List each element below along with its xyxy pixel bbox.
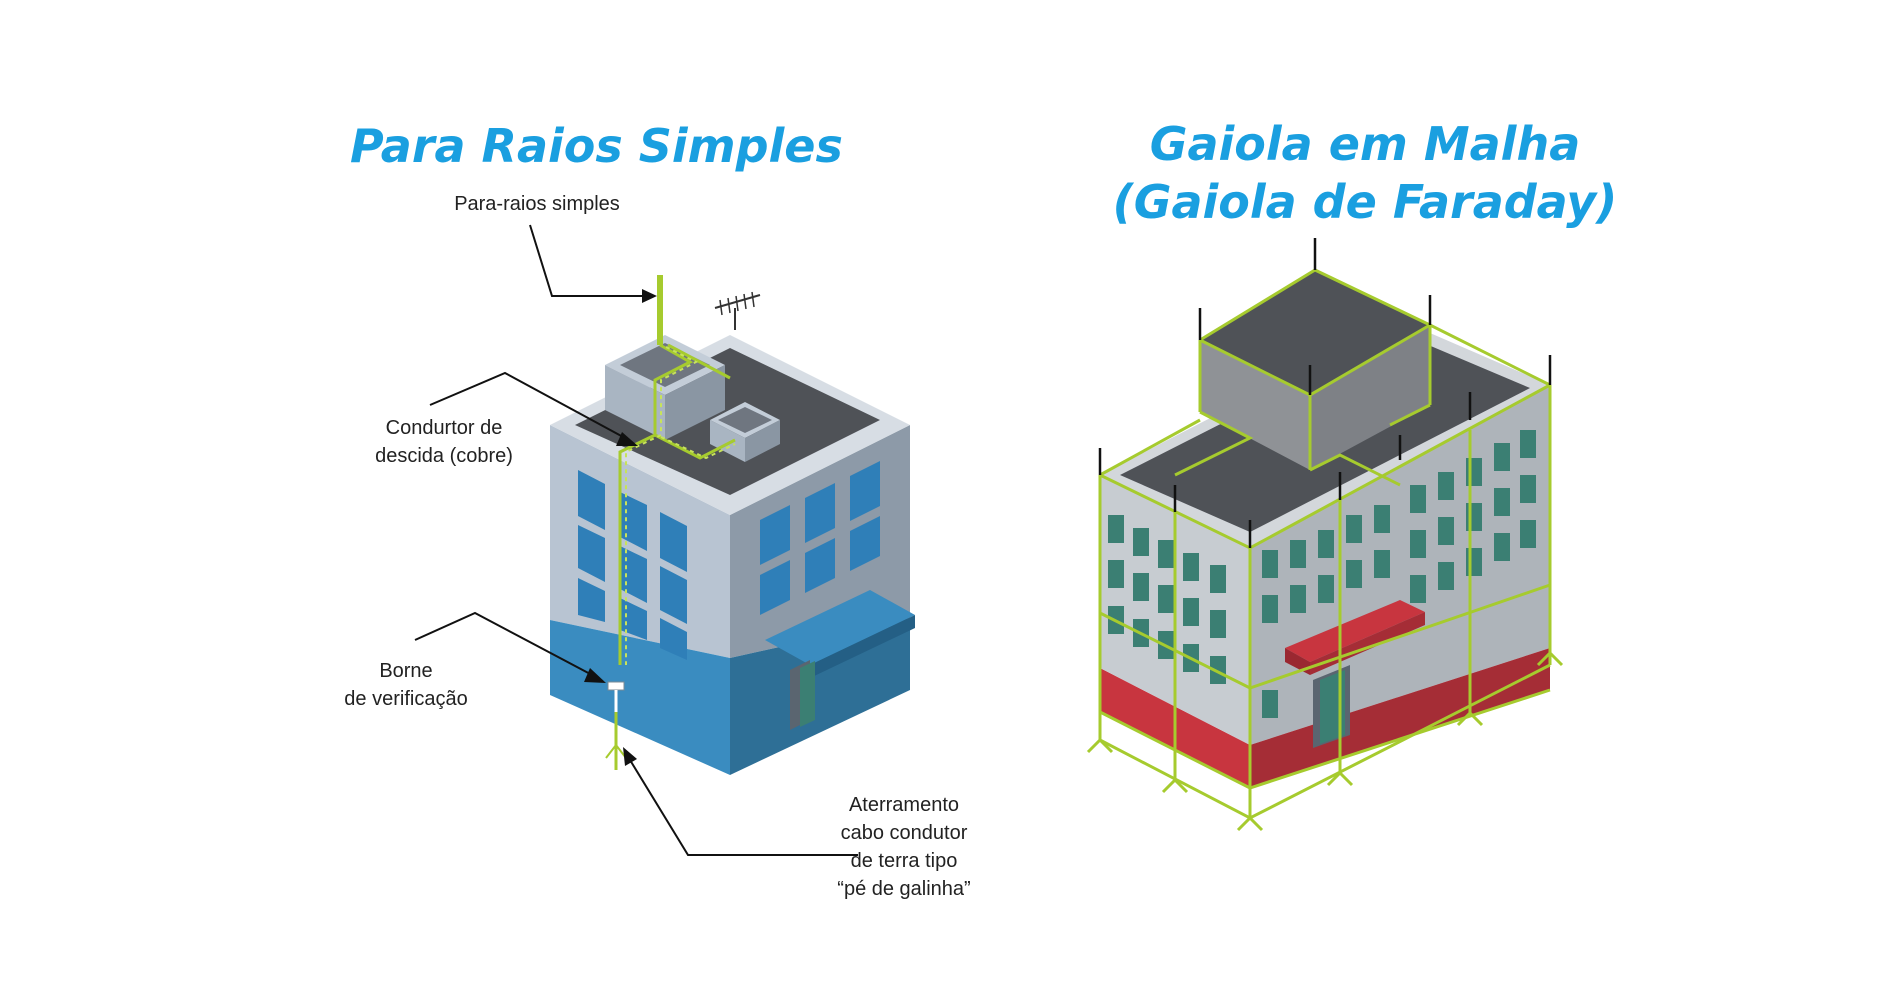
window: [1494, 488, 1510, 516]
leader-down-conductor: [429, 371, 626, 439]
window: [578, 525, 605, 582]
window: [660, 512, 687, 572]
label-test-terminal-line1: Borne: [379, 660, 432, 682]
window: [1262, 550, 1278, 578]
window: [1318, 575, 1334, 603]
right-wall-base: [730, 618, 910, 775]
arrowhead: [623, 747, 637, 766]
window: [1262, 595, 1278, 623]
penthouse-left: [1200, 340, 1310, 470]
window: [1290, 585, 1306, 613]
penthouse-right: [1310, 325, 1430, 470]
title-simple-rod: Para Raios Simples: [350, 119, 843, 173]
label-grounding-line2: cabo condutor: [841, 822, 968, 844]
entrance-canopy-edge: [810, 615, 915, 678]
ground-crowfoot-icon: [605, 712, 627, 770]
window: [1494, 443, 1510, 471]
window: [660, 618, 687, 660]
window: [660, 566, 687, 624]
window: [1183, 553, 1199, 581]
entrance-door: [800, 661, 815, 727]
label-down-conductor-line1: Condurtor de: [386, 417, 503, 439]
window: [1410, 575, 1426, 603]
entrance-canopy: [765, 590, 915, 665]
window: [1438, 562, 1454, 590]
rooftop-unit-right: [665, 365, 725, 440]
window: [1410, 485, 1426, 513]
label-grounding-line1: Aterramento: [849, 794, 959, 816]
window: [1108, 515, 1124, 543]
arrowhead: [616, 432, 638, 446]
window: [805, 538, 835, 593]
window: [1520, 430, 1536, 458]
window: [1438, 472, 1454, 500]
window: [1494, 533, 1510, 561]
penthouse-roof: [1200, 270, 1430, 395]
window: [578, 470, 605, 530]
simple-rod-building: [550, 275, 915, 775]
label-down-conductor-line2: descida (cobre): [375, 445, 513, 467]
window: [1374, 505, 1390, 533]
window: [1466, 503, 1482, 531]
window: [1520, 520, 1536, 548]
rooftop-small-unit-vent: [718, 407, 772, 433]
window: [1133, 528, 1149, 556]
right-wall-windows: [760, 461, 880, 615]
leader-test-terminal: [414, 611, 595, 677]
antenna-icon: [714, 291, 761, 330]
label-grounding-line4: “pé de galinha”: [837, 878, 970, 900]
arrowhead: [642, 289, 657, 303]
window: [1346, 515, 1362, 543]
left-wall-windows: [578, 470, 687, 660]
rooftop-unit-left: [605, 365, 665, 440]
window: [1374, 550, 1390, 578]
window: [1520, 475, 1536, 503]
window: [1290, 540, 1306, 568]
window: [1466, 548, 1482, 576]
ground-crowfoot-icons: [1086, 650, 1564, 832]
rooftop-small-unit-right: [745, 420, 780, 462]
test-terminal: [607, 681, 625, 691]
rooftop-small-unit-left: [710, 420, 745, 462]
window: [1318, 530, 1334, 558]
window: [1183, 598, 1199, 626]
left-annotations: Para-raios simples Condurtor de descida …: [344, 193, 970, 900]
down-conductor: [618, 343, 736, 665]
right-wall-base: [1250, 648, 1550, 788]
left-wall-windows: [1108, 515, 1226, 684]
entrance-canopy: [1285, 600, 1425, 662]
right-wall-windows: [1262, 430, 1536, 718]
window: [578, 578, 605, 622]
leader-grounding: [629, 759, 858, 856]
window: [1108, 560, 1124, 588]
arrowhead: [584, 668, 606, 683]
window: [1158, 540, 1174, 568]
label-lightning-rod: Para-raios simples: [454, 193, 620, 215]
window: [1466, 458, 1482, 486]
leader-lightning-rod: [529, 224, 645, 297]
window: [1210, 610, 1226, 638]
window: [850, 516, 880, 571]
window: [1158, 585, 1174, 613]
window: [1210, 656, 1226, 684]
label-grounding-line3: de terra tipo: [851, 850, 958, 872]
window: [1133, 573, 1149, 601]
window: [760, 505, 790, 565]
title-mesh-cage-line2: (Gaiola de Faraday): [1113, 175, 1618, 229]
faraday-cage-building: [1086, 238, 1564, 832]
window: [1210, 565, 1226, 593]
window: [1410, 530, 1426, 558]
window: [850, 461, 880, 521]
title-mesh-cage-line1: Gaiola em Malha: [1150, 117, 1581, 171]
window: [760, 560, 790, 615]
window: [1262, 690, 1278, 718]
window: [1346, 560, 1362, 588]
label-test-terminal-line2: de verificação: [344, 688, 467, 710]
air-terminals: [1098, 238, 1552, 548]
window: [1438, 517, 1454, 545]
window: [805, 483, 835, 543]
